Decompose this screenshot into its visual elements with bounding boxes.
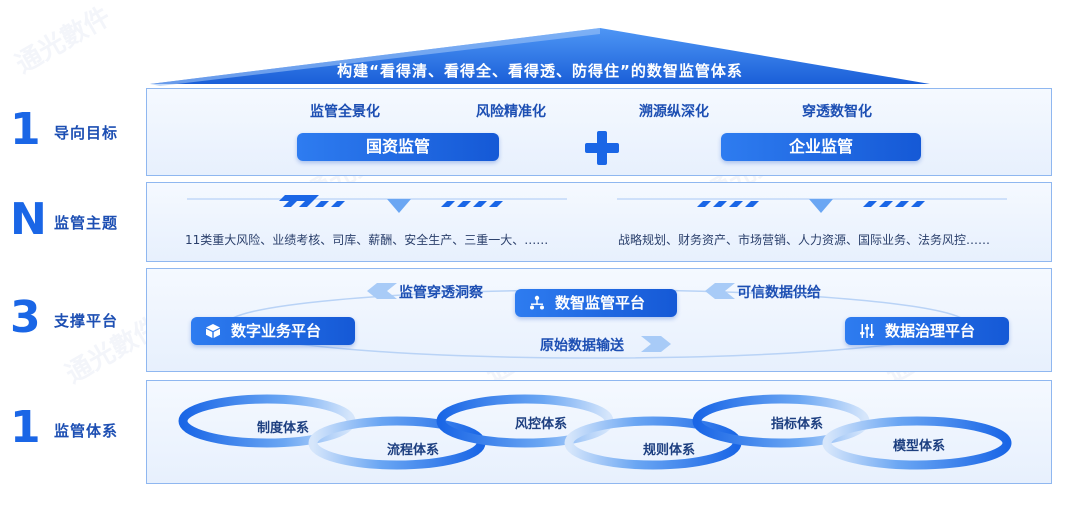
row-label-text: 导向目标	[54, 124, 119, 142]
system-item: 流程体系	[387, 443, 440, 458]
goal-keyword: 监管全景化	[310, 104, 380, 120]
arrow-right-icon	[641, 336, 671, 352]
row-label-themes: N 监管主题	[0, 198, 145, 258]
left-platform-label: 数字业务平台	[231, 322, 322, 340]
system-panel: 制度体系 流程体系 风控体系 规则体系 指标体系 模型体系	[146, 380, 1052, 484]
roof	[150, 28, 930, 86]
theme-decor-right	[617, 198, 1007, 213]
flow-supply-label: 可信数据供给	[737, 285, 821, 301]
system-item: 制度体系	[257, 421, 310, 436]
platforms-panel: 监管穿透洞察 数智监管平台 可信数据供给 数字业务平台 原始数据输送 数据治理平…	[146, 268, 1052, 372]
system-item: 模型体系	[893, 439, 946, 454]
goal-keyword: 穿透数智化	[802, 104, 872, 120]
row-label-system: 1 监管体系	[0, 406, 145, 466]
right-platform-button: 数据治理平台	[845, 317, 1009, 345]
system-item: 风控体系	[515, 417, 568, 432]
right-platform-label: 数据治理平台	[885, 322, 976, 340]
themes-panel: 11类重大风险、业绩考核、司库、薪酬、安全生产、三重一大、…… 战略规划、财务资…	[146, 182, 1052, 262]
system-item: 指标体系	[771, 417, 824, 432]
row-label-text: 监管体系	[54, 422, 119, 440]
goal-keyword: 溯源纵深化	[639, 104, 709, 120]
plus-icon	[585, 131, 619, 165]
cube-icon	[206, 324, 220, 338]
row-number: 3	[10, 292, 41, 343]
org-chart-icon	[530, 295, 544, 310]
row-number: 1	[10, 104, 41, 155]
row-label-text: 监管主题	[54, 214, 119, 232]
row-number: 1	[10, 402, 41, 453]
theme-list-right: 战略规划、财务资产、市场营销、人力资源、国际业务、法务风控……	[618, 233, 991, 247]
flow-raw-data-label: 原始数据输送	[540, 338, 624, 354]
state-regulation-pill: 国资监管	[297, 133, 499, 161]
row-label-goals: 1 导向目标	[0, 108, 145, 168]
theme-list-left: 11类重大风险、业绩考核、司库、薪酬、安全生产、三重一大、……	[185, 233, 549, 247]
goals-panel: 监管全景化 风险精准化 溯源纵深化 穿透数智化 国资监管 企业监管	[146, 88, 1052, 176]
row-label-platforms: 3 支撑平台	[0, 296, 145, 356]
left-platform-button: 数字业务平台	[191, 317, 355, 345]
flow-insight-label: 监管穿透洞察	[399, 285, 483, 301]
theme-decor-left	[187, 195, 567, 213]
center-platform-button: 数智监管平台	[515, 289, 677, 317]
enterprise-regulation-pill: 企业监管	[721, 133, 921, 161]
system-rings	[178, 394, 1012, 470]
page-title: 构建“看得清、看得全、看得透、防得住”的数智监管体系	[337, 62, 743, 80]
arrow-left-icon	[367, 283, 397, 299]
row-label-text: 支撑平台	[54, 312, 119, 330]
center-platform-label: 数智监管平台	[555, 294, 646, 312]
goal-keyword: 风险精准化	[476, 104, 546, 120]
row-number: N	[10, 194, 47, 245]
sliders-icon	[860, 324, 874, 338]
system-item: 规则体系	[643, 443, 696, 458]
arrow-left-icon	[705, 283, 735, 299]
